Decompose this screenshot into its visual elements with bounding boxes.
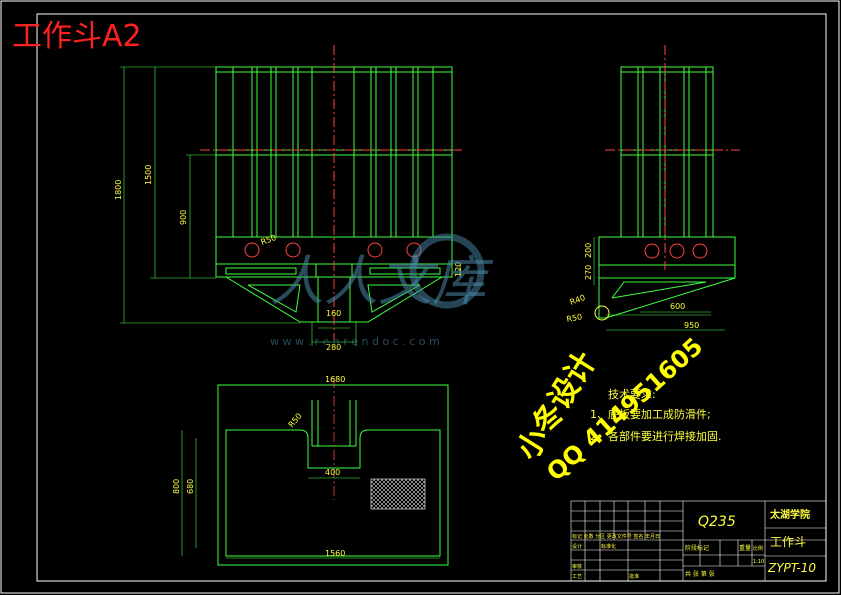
hatch-line [372, 478, 404, 510]
plan-dimensions [181, 384, 448, 559]
hatch-line [370, 478, 384, 492]
watermark-logo: 人人文库 [270, 250, 494, 313]
tb-standard: 标准化 [601, 543, 616, 550]
hatch-line [370, 478, 392, 500]
drawing-frame [36, 13, 827, 582]
dim-680: 680 [186, 479, 195, 494]
tb-part-name: 工作斗 [770, 535, 806, 549]
watermark: 人人文库 w w w . r e n r e n d o c . c o m [270, 233, 494, 348]
hatch-line [370, 478, 388, 496]
side-holes [594, 45, 740, 321]
side-view [598, 66, 736, 319]
dim-1560: 1560 [325, 549, 345, 558]
dim-900: 900 [179, 210, 188, 225]
dim-1500: 1500 [144, 165, 153, 185]
dim-r50-plan: R50 [287, 411, 304, 429]
plan-view [217, 384, 449, 566]
hatch-line [370, 488, 392, 510]
dim-r50-side: R50 [566, 312, 583, 324]
dim-r40: R40 [569, 293, 587, 307]
tb-stage: 阶段标记 [685, 544, 709, 552]
anti-slip-pattern [370, 478, 426, 510]
dim-200: 200 [584, 243, 593, 258]
hatch-line [370, 480, 400, 510]
front-dimensions [120, 66, 461, 346]
hatch-line [400, 484, 426, 510]
hatch-line [416, 500, 426, 510]
dim-280: 280 [326, 343, 341, 352]
hatch-line [404, 478, 426, 500]
dim-400: 400 [325, 468, 340, 477]
watermark-url: w w w . r e n r e n d o c . c o m [270, 335, 440, 348]
dim-120: 120 [454, 262, 463, 277]
hatch-line [420, 478, 426, 484]
hatch-line [408, 478, 426, 496]
title-block [570, 500, 827, 582]
hatch-line [420, 504, 426, 510]
hatch-line [412, 496, 426, 510]
tb-marks-row: 标记 处数 分区 更改文件号 签名 年月日 [572, 533, 660, 540]
hatch-line [370, 478, 380, 488]
dim-1800: 1800 [114, 180, 123, 200]
hatch-line [416, 478, 426, 488]
dim-160: 160 [326, 309, 341, 318]
hatch-line [404, 488, 426, 510]
notes-line2: 2、各部件要进行焊接加固. [590, 429, 722, 443]
hatch-line [370, 484, 396, 510]
tb-drawing-number: ZYPT-10 [767, 561, 816, 575]
notes-heading: 技术要求: [608, 388, 656, 401]
dim-270: 270 [584, 265, 593, 280]
tb-weight: 重量 [739, 544, 751, 552]
tb-school: 太湖学院 [769, 508, 810, 521]
dim-800: 800 [172, 479, 181, 494]
tb-reviewer: 审核 [572, 563, 582, 570]
tb-approve: 批准 [629, 573, 639, 580]
dim-1680: 1680 [325, 375, 345, 384]
dim-600: 600 [670, 302, 685, 311]
hatch-line [370, 492, 388, 510]
notes-line1: 1、底板要加工成防滑件; [590, 407, 711, 421]
front-holes [200, 45, 465, 340]
tb-designer: 设计 [572, 543, 582, 550]
hatch-line [396, 480, 426, 510]
hatch-line [370, 478, 396, 504]
tb-scale-label: 比例 [753, 545, 763, 552]
hatch-line [396, 478, 426, 508]
hatch-line [370, 496, 384, 510]
dim-950: 950 [684, 321, 699, 330]
side-dimensions [593, 237, 725, 331]
anti-slip-hatch [370, 478, 426, 510]
tb-sheet: 共 张 第 张 [685, 570, 715, 578]
hatch-line [370, 504, 376, 510]
hatch-line [400, 478, 426, 504]
hatch-line [370, 478, 376, 484]
hatch-line [408, 492, 426, 510]
hatch-line [412, 478, 426, 492]
sheet-title: 工作斗A2 [12, 19, 142, 54]
hatch-line [370, 478, 400, 508]
tb-scale: 1:10 [753, 559, 764, 565]
tb-material: Q235 [698, 514, 736, 530]
hatch-line [370, 500, 380, 510]
dim-r50-front: R50 [260, 233, 278, 247]
tb-process: 工艺 [572, 574, 582, 580]
